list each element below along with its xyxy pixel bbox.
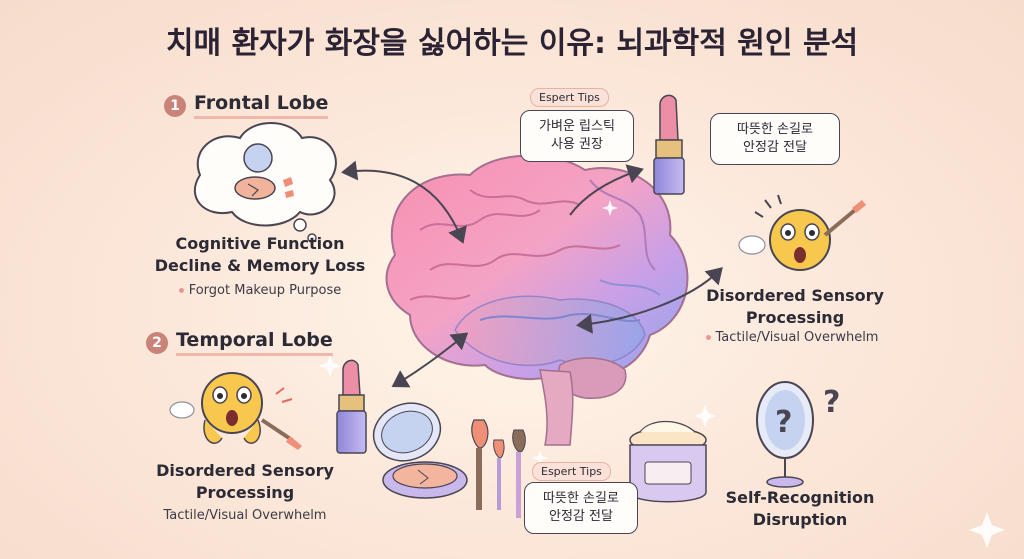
right-sensory-detail-text: Tactile/Visual Overwhelm: [715, 330, 879, 345]
temporal-lobe-title: Temporal Lobe: [176, 329, 333, 356]
right-sensory-detail: Tactile/Visual Overwhelm: [672, 330, 912, 345]
tip-bubble-bottom: 따뜻한 손길로 안정감 전달: [524, 482, 638, 534]
temporal-lobe-header: 2 Temporal Lobe: [146, 329, 333, 356]
cognitive-heading-line1: Cognitive Function: [175, 234, 345, 253]
tip-bottom-line2: 안정감 전달: [549, 509, 613, 524]
cognitive-heading: Cognitive Function Decline & Memory Loss: [140, 233, 380, 277]
sensory-heading-right-line2: Processing: [745, 308, 845, 327]
arrow-sensory: [576, 267, 723, 334]
bullet-dot: [705, 335, 711, 340]
makeup-brushes-icon: [471, 419, 526, 518]
cognitive-heading-line2: Decline & Memory Loss: [154, 256, 366, 275]
cream-jar-icon: [629, 421, 707, 503]
bubble-top-right-line2: 안정감 전달: [743, 140, 807, 155]
svg-text:?: ?: [823, 385, 840, 420]
mirror-question-icon: ? ?: [756, 381, 840, 488]
lipstick-bottom-icon: [336, 359, 367, 454]
tip-tag-top: Espert Tips: [530, 88, 609, 107]
scared-face-left-icon: [169, 372, 302, 450]
frontal-detail-text: Forgot Makeup Purpose: [188, 283, 342, 298]
sensory-heading-left-line2: Processing: [195, 483, 295, 502]
sensory-heading-right-line1: Disordered Sensory: [706, 286, 884, 305]
scared-face-right-icon: [738, 194, 866, 271]
tip-top-line1: 가벼운 립스틱: [539, 119, 615, 134]
sparkle-icons: [319, 200, 1005, 548]
frontal-detail: Forgot Makeup Purpose: [140, 283, 380, 298]
page-title: 치매 환자가 화장을 싫어하는 이유: 뇌과학적 원인 분석: [165, 26, 859, 61]
arrow-temporal: [391, 332, 469, 388]
sensory-heading-left-line1: Disordered Sensory: [156, 461, 334, 480]
lipstick-top-icon: [653, 94, 685, 195]
self-recognition-line1: Self-Recognition: [725, 488, 875, 507]
compact-mirror-icon: [372, 402, 468, 499]
self-recognition-heading: Self-Recognition Disruption: [700, 487, 900, 531]
sensory-heading-right: Disordered Sensory Processing: [680, 285, 910, 329]
bubble-top-right: 따뜻한 손길로 안정감 전달: [710, 113, 840, 165]
tip-bubble-top: 가벼운 립스틱 사용 권장: [520, 110, 634, 162]
tip-bottom-line1: 따뜻한 손길로: [543, 491, 619, 506]
sensory-heading-left: Disordered Sensory Processing: [130, 460, 360, 504]
self-recognition-line2: Disruption: [752, 510, 848, 529]
tip-top-line2: 사용 권장: [551, 137, 603, 152]
arrow-lipstick: [569, 164, 644, 216]
temporal-detail: Tactile/Visual Overwhelm: [163, 508, 327, 523]
frontal-lobe-title: Frontal Lobe: [194, 92, 329, 119]
bullet-dot: [178, 288, 184, 293]
frontal-lobe-number: 1: [164, 94, 186, 117]
tip-tag-bottom: Espert Tips: [532, 462, 611, 481]
svg-text:?: ?: [775, 405, 792, 440]
bubble-top-right-line1: 따뜻한 손길로: [737, 122, 813, 137]
thought-cloud-icon: [193, 122, 337, 243]
temporal-lobe-number: 2: [146, 331, 168, 354]
frontal-lobe-header: 1 Frontal Lobe: [164, 92, 329, 119]
arrow-frontal: [341, 160, 467, 244]
